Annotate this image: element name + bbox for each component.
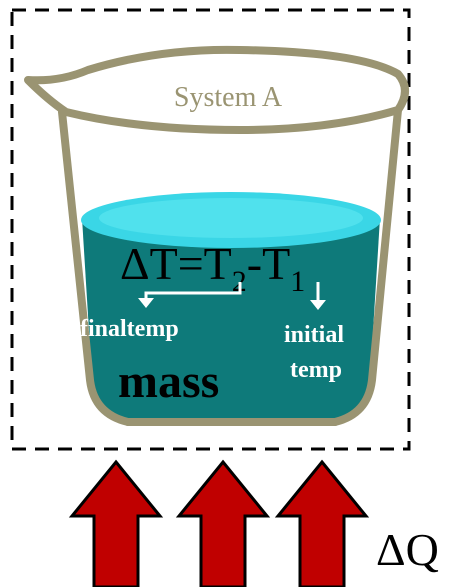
temperature-change-equation: ΔT=T2-T1 xyxy=(120,238,305,298)
minus-sign: - xyxy=(247,238,262,289)
mass-label: mass xyxy=(118,355,219,408)
equals-sign: = xyxy=(178,238,204,289)
delta-t-symbol: ΔT xyxy=(120,238,178,289)
beaker-wall-right xyxy=(331,106,402,426)
liquid-surface-highlight xyxy=(99,198,363,238)
down-arrow-icon xyxy=(310,300,326,310)
final-temp-label: finaltemp xyxy=(80,316,179,342)
final-temp-pointer-line xyxy=(144,282,242,300)
initial-temp-label-line1: initial xyxy=(284,322,344,348)
system-boundary xyxy=(10,8,411,451)
down-arrow-icon xyxy=(138,298,154,308)
up-arrow-icon xyxy=(175,459,271,587)
t2-base: T xyxy=(204,238,232,289)
heat-label: ΔQ xyxy=(376,524,439,575)
beaker-wall-left xyxy=(58,108,132,426)
t2-subscript: 2 xyxy=(232,265,247,298)
t1-subscript: 1 xyxy=(290,265,305,298)
system-label: System A xyxy=(174,82,283,113)
liquid-body xyxy=(82,218,380,420)
up-arrow-icon xyxy=(274,459,370,587)
t1-base: T xyxy=(262,238,290,289)
initial-temp-label-line2: temp xyxy=(290,357,342,383)
up-arrow-icon xyxy=(68,459,164,587)
beaker-rim xyxy=(24,45,409,134)
